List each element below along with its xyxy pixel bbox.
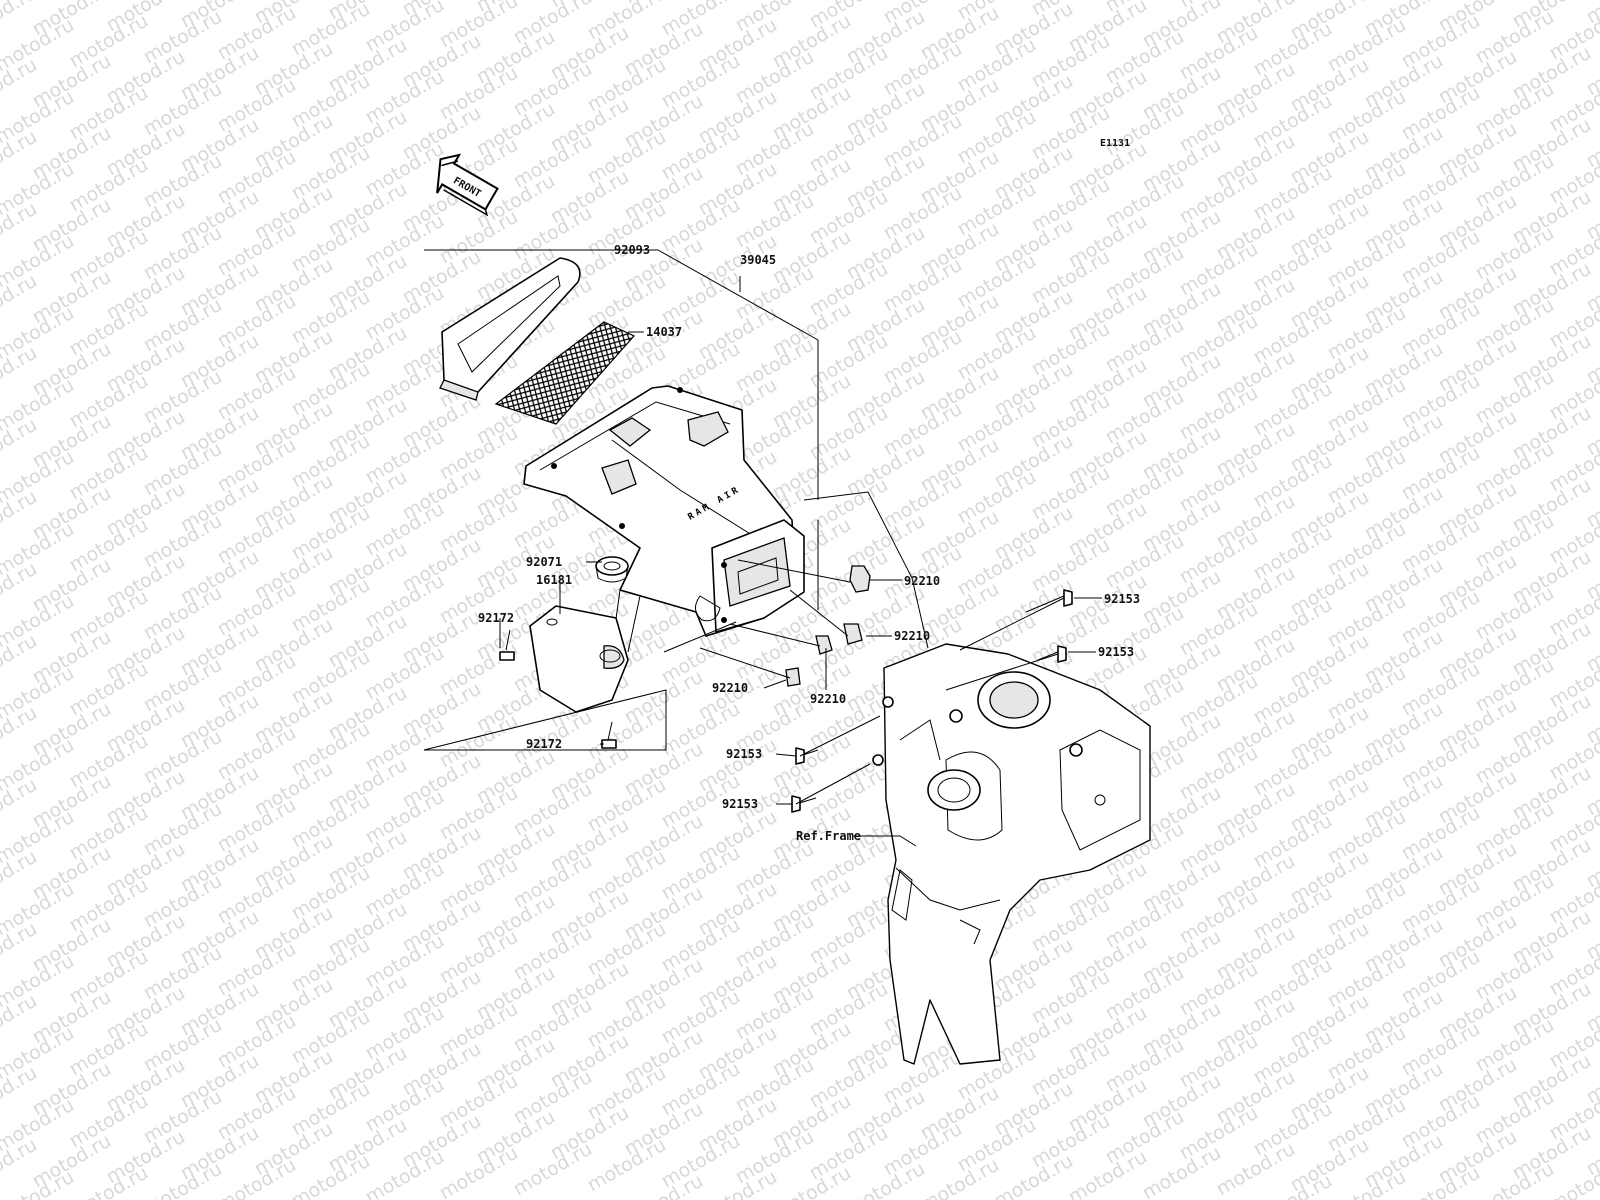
- callout-92153-a: 92153: [1104, 592, 1140, 606]
- callout-92071: 92071: [526, 555, 562, 569]
- callout-92093: 92093: [614, 243, 650, 257]
- ref-frame-label: Ref.Frame: [796, 829, 861, 843]
- callout-92172-lower: 92172: [526, 737, 562, 751]
- clip-92210-a: [849, 565, 871, 593]
- callout-92210-b: 92210: [894, 629, 930, 643]
- diagram-code: E1131: [1100, 138, 1130, 149]
- callout-92210-c: 92210: [712, 681, 748, 695]
- callout-16181: 16181: [536, 573, 572, 587]
- callout-92210-d: 92210: [810, 692, 846, 706]
- callout-92210-a: 92210: [904, 574, 940, 588]
- callout-92153-c: 92153: [726, 747, 762, 761]
- callout-39045: 39045: [740, 253, 776, 267]
- callout-92172-upper: 92172: [478, 611, 514, 625]
- callout-14037: 14037: [646, 325, 682, 339]
- callout-92153-d: 92153: [722, 797, 758, 811]
- callout-92153-b: 92153: [1098, 645, 1134, 659]
- clip-92210-c: [815, 635, 833, 655]
